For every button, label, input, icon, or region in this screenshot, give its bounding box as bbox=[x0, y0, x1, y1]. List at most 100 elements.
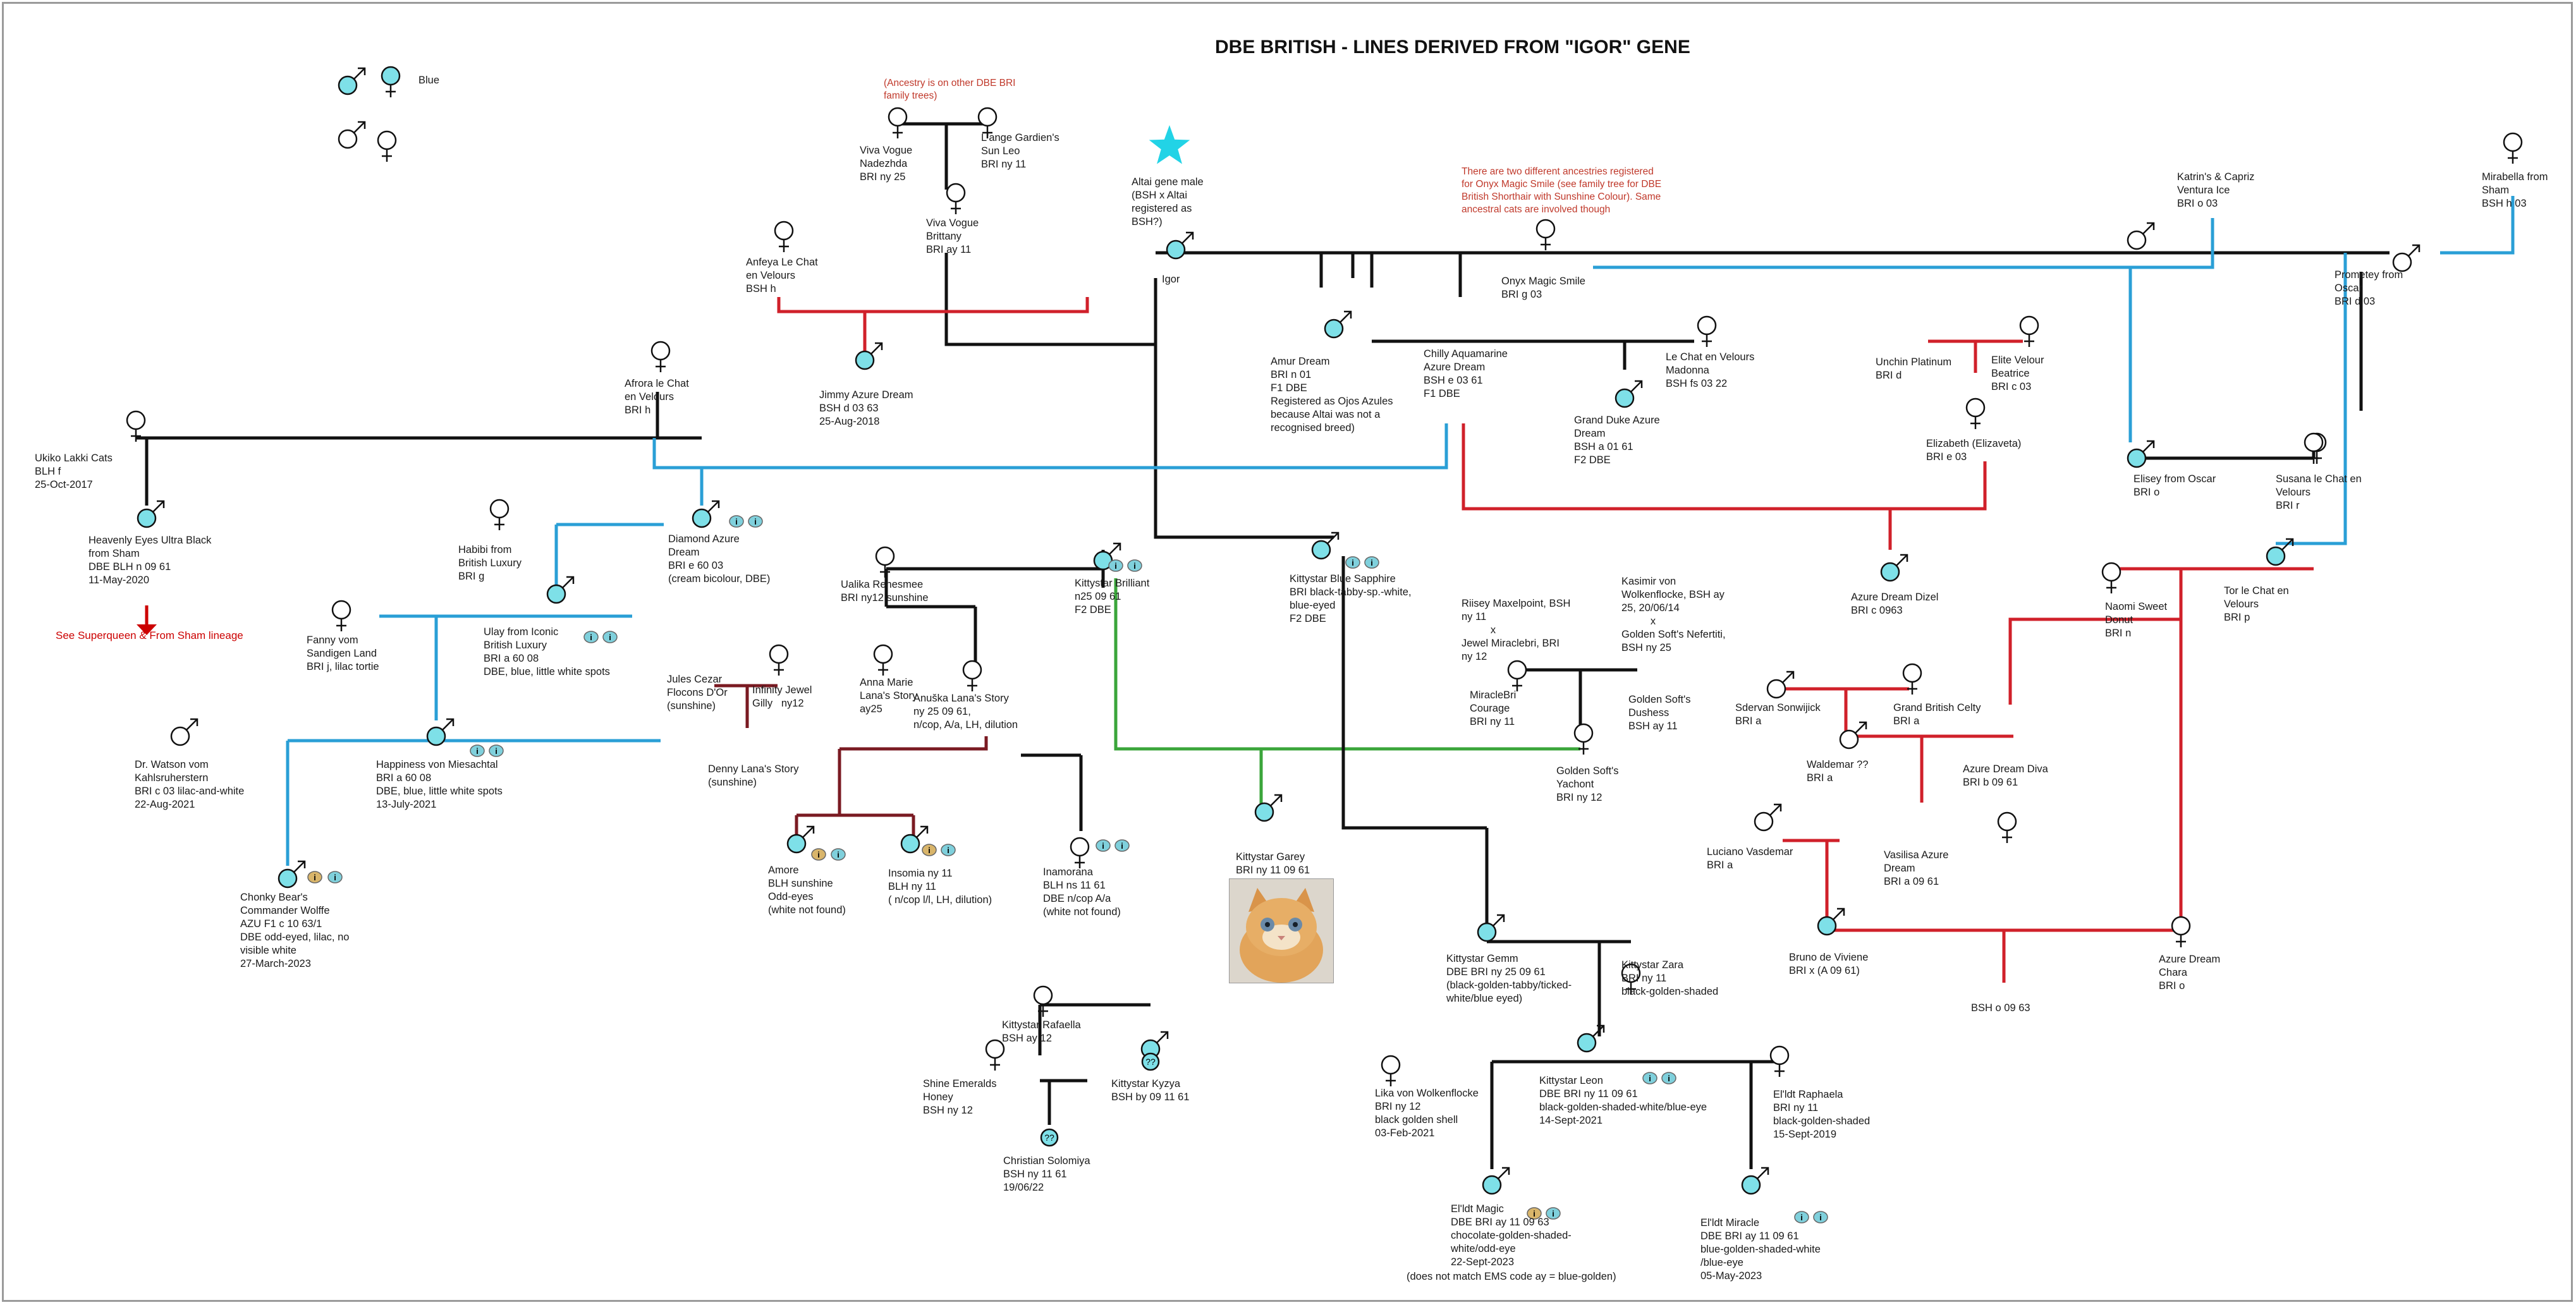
female-symbol-icon bbox=[1070, 837, 1090, 868]
cat-label-christian: Christian Solomiya BSH ny 11 61 19/06/22 bbox=[1003, 1155, 1090, 1193]
cat-label-altai: Altai gene male (BSH x Altai registered … bbox=[1132, 176, 1204, 228]
male-symbol-arrow-head bbox=[1761, 1167, 1769, 1175]
cat-label-sdervan: Sdervan Sonwijick BRI a bbox=[1735, 702, 1821, 727]
male-symbol-arrow-head bbox=[712, 500, 720, 508]
male-symbol-ring bbox=[1741, 1175, 1761, 1195]
badge-mark: i bbox=[495, 746, 497, 756]
male-symbol-arrow-shaft bbox=[802, 827, 814, 838]
female-symbol-ring bbox=[2019, 315, 2039, 336]
male-symbol-arrow-shaft bbox=[1855, 722, 1866, 734]
cat-label-jimmy: Jimmy Azure Dream BSH d 03 63 25-Aug-201… bbox=[819, 389, 913, 427]
female-symbol-icon bbox=[985, 1039, 1005, 1071]
cat-label-igor: Igor bbox=[1162, 274, 1180, 285]
male-symbol-icon bbox=[1093, 542, 1121, 571]
cat-label-ukiko: Ukiko Lakki Cats BLH f 25-Oct-2017 bbox=[35, 452, 113, 490]
female-symbol-ring bbox=[489, 499, 510, 519]
cat-label-elisey: Elisey from Oscar BRI o bbox=[2133, 473, 2216, 498]
male-symbol-ring bbox=[692, 508, 712, 528]
badge-mark: i bbox=[590, 633, 592, 642]
male-symbol-arrow-shaft bbox=[1592, 1026, 1604, 1037]
male-symbol-arrow-head bbox=[1837, 907, 1845, 916]
dbe-badge-icon bbox=[1642, 1072, 1657, 1084]
female-symbol-ring bbox=[1769, 1045, 1790, 1065]
male-symbol-icon bbox=[2127, 440, 2155, 468]
cat-label-diamond: Diamond Azure Dream BRI e 60 03 (cream b… bbox=[668, 533, 771, 585]
female-symbol-icon bbox=[1573, 723, 1594, 755]
female-symbol-ring bbox=[875, 546, 895, 566]
badge-mark: i bbox=[754, 517, 757, 526]
cat-label-insomia: Insomia ny 11 BLH ny 11 ( n/cop l/l, LH,… bbox=[888, 868, 992, 906]
female-symbol-ring bbox=[2171, 916, 2191, 936]
cat-label-unchin: Unchin Platinum BRI d bbox=[1876, 356, 1952, 381]
cat-label-katrin: Katrin's & Capriz Ventura Ice BRI o 03 bbox=[2177, 171, 2255, 209]
female-symbol-icon bbox=[774, 221, 794, 252]
female-symbol-icon bbox=[1381, 1055, 1401, 1086]
male-symbol-arrow-shaft bbox=[1769, 804, 1781, 816]
dbe-badge-icon bbox=[831, 848, 846, 861]
male-symbol-ring bbox=[1311, 540, 1331, 560]
male-symbol-icon bbox=[338, 67, 366, 95]
male-symbol-arrow-shaft bbox=[1156, 1032, 1168, 1043]
cat-label-viva-nadezhda: Viva Vogue Nadezhda BRI ny 25 bbox=[860, 145, 913, 183]
lineage-line bbox=[2008, 569, 2183, 705]
badge-mark: i bbox=[476, 746, 479, 756]
line-jimmy-parents bbox=[777, 297, 1089, 313]
unknown-cat-marker bbox=[1040, 1128, 1059, 1147]
cat-label-bsh-o: BSH o 09 63 bbox=[1971, 1002, 2030, 1014]
female-symbol-icon bbox=[1902, 663, 1922, 695]
female-symbol-icon bbox=[769, 644, 789, 676]
female-symbol-icon bbox=[331, 600, 351, 631]
female-symbol-icon bbox=[1965, 398, 1986, 429]
male-symbol-icon bbox=[1577, 1024, 1605, 1053]
note-onyx-ancestries: There are two different ancestries regis… bbox=[1462, 166, 1662, 215]
male-symbol-arrow-shaft bbox=[870, 343, 882, 355]
cat-label-afrora: Afrora le Chat en Velours BRI h bbox=[625, 378, 689, 416]
cat-label-inamorana: Inamorana BLH ns 11 61 DBE n/cop A/a (wh… bbox=[1043, 866, 1121, 918]
female-symbol-icon bbox=[888, 107, 908, 138]
female-symbol-icon bbox=[875, 546, 895, 578]
cat-label-habibi: Habibi from British Luxury BRI g bbox=[458, 544, 522, 582]
dbe-badge-icon bbox=[1813, 1211, 1828, 1223]
dbe-badge-icon bbox=[941, 844, 956, 856]
cat-label-ualika: Ualika Renesmee BRI ny12 sunshine bbox=[841, 579, 929, 604]
male-symbol-arrow-shaft bbox=[186, 719, 197, 731]
dbe-badge-icon bbox=[1364, 556, 1379, 569]
female-symbol-icon bbox=[2304, 432, 2324, 464]
female-symbol-ring bbox=[962, 660, 982, 680]
male-symbol-arrow-head bbox=[1774, 803, 1782, 811]
diagram-title: DBE BRITISH - LINES DERIVED FROM "IGOR" … bbox=[1215, 37, 1690, 58]
male-symbol-ring bbox=[426, 726, 446, 746]
male-symbol-icon bbox=[855, 342, 883, 370]
cat-label-onyx: Onyx Magic Smile BRI g 03 bbox=[1501, 276, 1585, 300]
male-symbol-arrow-head bbox=[920, 825, 929, 834]
badge-mark: i bbox=[1668, 1074, 1670, 1083]
male-symbol-arrow-shaft bbox=[1270, 795, 1281, 806]
male-symbol-icon bbox=[1254, 794, 1283, 822]
cat-label-anna-marie: Anna Marie Lana's Story ay25 bbox=[860, 677, 918, 715]
female-symbol-ring bbox=[381, 66, 401, 86]
female-symbol-ring bbox=[1573, 723, 1594, 743]
female-symbol-icon bbox=[2503, 132, 2523, 164]
male-symbol-ring bbox=[338, 75, 358, 95]
female-symbol-icon bbox=[1621, 963, 1641, 995]
lineage-line bbox=[944, 253, 1156, 346]
cat-label-watson: Dr. Watson vom Kahlsruherstern BRI c 03 … bbox=[135, 759, 245, 810]
male-symbol-ring bbox=[1477, 922, 1497, 942]
male-symbol-arrow-head bbox=[2412, 244, 2420, 252]
cat-label-prometey: Prometey from Oscar BRI d 03 bbox=[2335, 269, 2403, 307]
lineage-line bbox=[1154, 278, 1334, 539]
female-symbol-icon bbox=[650, 341, 671, 372]
male-symbol-ring bbox=[1754, 811, 1774, 832]
cat-label-waldemar: Waldemar ?? BRI a bbox=[1807, 759, 1869, 784]
male-symbol-icon bbox=[1477, 914, 1505, 942]
male-symbol-arrow-shaft bbox=[353, 68, 365, 80]
dbe-badge-icon bbox=[811, 848, 826, 861]
female-symbol-icon bbox=[2019, 315, 2039, 347]
female-symbol-icon bbox=[977, 107, 998, 138]
badge-mark: i bbox=[1121, 841, 1123, 851]
male-symbol-ring bbox=[2127, 448, 2147, 468]
male-symbol-ring bbox=[1254, 802, 1274, 822]
cat-label-miraclebri: MiracleBri Courage BRI ny 11 bbox=[1470, 689, 1517, 727]
line-diamond-parents bbox=[652, 423, 1448, 470]
